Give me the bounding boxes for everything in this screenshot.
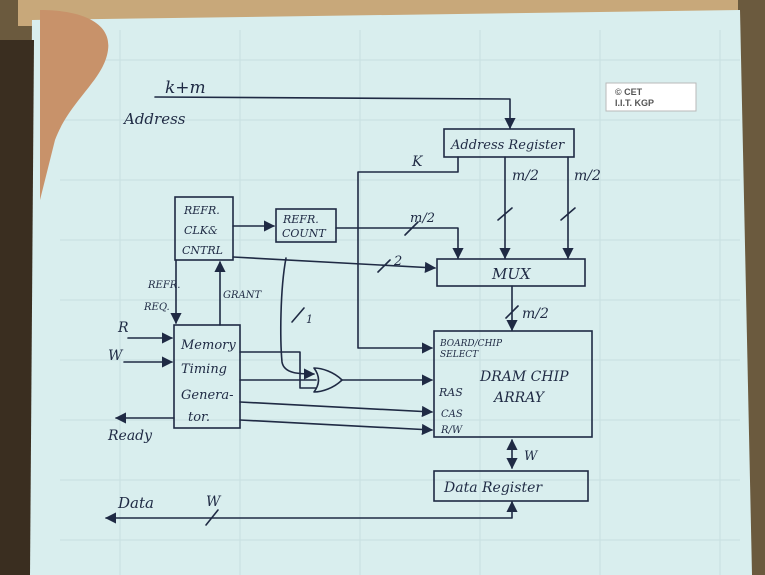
board-select-line2: SELECT	[440, 350, 479, 360]
grant-label: GRANT	[223, 290, 262, 301]
refresh-1-label: 1	[306, 313, 313, 326]
w-label: W	[108, 348, 124, 364]
k-label: K	[411, 154, 424, 170]
count-mux-slash	[404, 221, 419, 236]
address-register-label: Address Register	[450, 138, 565, 153]
k-line-arrow	[357, 156, 459, 354]
address-bus-arrow	[154, 96, 516, 130]
timing-to-gate-line	[239, 351, 317, 389]
m2-left-slash	[497, 207, 513, 221]
refresh-1-slash	[291, 307, 305, 323]
mux-out-label: m/2	[522, 306, 549, 322]
refr-count-box	[275, 208, 337, 243]
paper-sheet	[28, 10, 752, 575]
refr-clk-box	[174, 196, 234, 261]
rw-arrow	[239, 419, 434, 436]
count-to-mux-arrow	[335, 227, 464, 260]
refr-clk-line1: REFR.	[183, 204, 220, 217]
refresh-line-1	[280, 257, 316, 380]
refr-req-line2: REQ.	[143, 302, 170, 313]
watermark-box	[605, 82, 697, 112]
r-label: R	[117, 320, 129, 336]
mux-label: MUX	[491, 265, 532, 283]
m2-left-label: m/2	[512, 168, 539, 184]
mux-box	[436, 258, 586, 287]
watermark-line1: © CET	[615, 87, 643, 97]
memory-timing-line4: tor.	[188, 410, 210, 425]
rw-label: R/W	[440, 425, 463, 436]
hand	[40, 10, 109, 200]
left-shadow	[0, 40, 34, 575]
refr-count-line1: REFR.	[282, 213, 319, 226]
refr-req-line1: REFR.	[147, 280, 180, 291]
dram-title-line1: DRAM CHIP	[479, 369, 569, 385]
refr-count-line2: COUNT	[282, 227, 327, 240]
memory-timing-line2: Timing	[181, 362, 227, 377]
data-w-label: W	[206, 494, 222, 510]
mux-dram-slash	[505, 305, 519, 319]
ras-label: RAS	[438, 386, 463, 399]
memory-timing-box	[173, 324, 241, 429]
cas-arrow	[239, 401, 434, 418]
memory-timing-line3: Genera-	[181, 388, 234, 403]
or-gate-icon	[313, 367, 343, 393]
select-2-label: 2	[393, 254, 402, 269]
select-slash	[377, 259, 391, 273]
address-label: Address	[122, 110, 186, 128]
board-select-line1: BOARD/CHIP	[439, 339, 503, 349]
address-width-label: k+m	[165, 78, 206, 98]
data-register-label: Data Register	[443, 480, 543, 496]
data-bus-slash	[205, 509, 219, 526]
data-bus-arrow	[104, 500, 518, 524]
m2-right-label: m/2	[574, 168, 601, 184]
data-label: Data	[117, 494, 154, 512]
cas-label: CAS	[441, 409, 463, 420]
dram-array-box	[433, 330, 593, 438]
refr-clk-line3: CNTRL	[182, 244, 223, 257]
address-register-box	[443, 128, 575, 158]
memory-timing-line1: Memory	[180, 338, 236, 353]
ready-label: Ready	[107, 428, 153, 444]
select-to-mux-arrow	[232, 256, 437, 274]
count-m2-label: m/2	[410, 211, 435, 226]
dram-w-label: W	[524, 449, 539, 464]
m2-right-slash	[560, 207, 576, 221]
watermark-line2: I.I.T. KGP	[615, 98, 654, 108]
dram-title-line2: ARRAY	[492, 390, 546, 406]
refr-clk-line2: CLK&	[184, 224, 218, 237]
